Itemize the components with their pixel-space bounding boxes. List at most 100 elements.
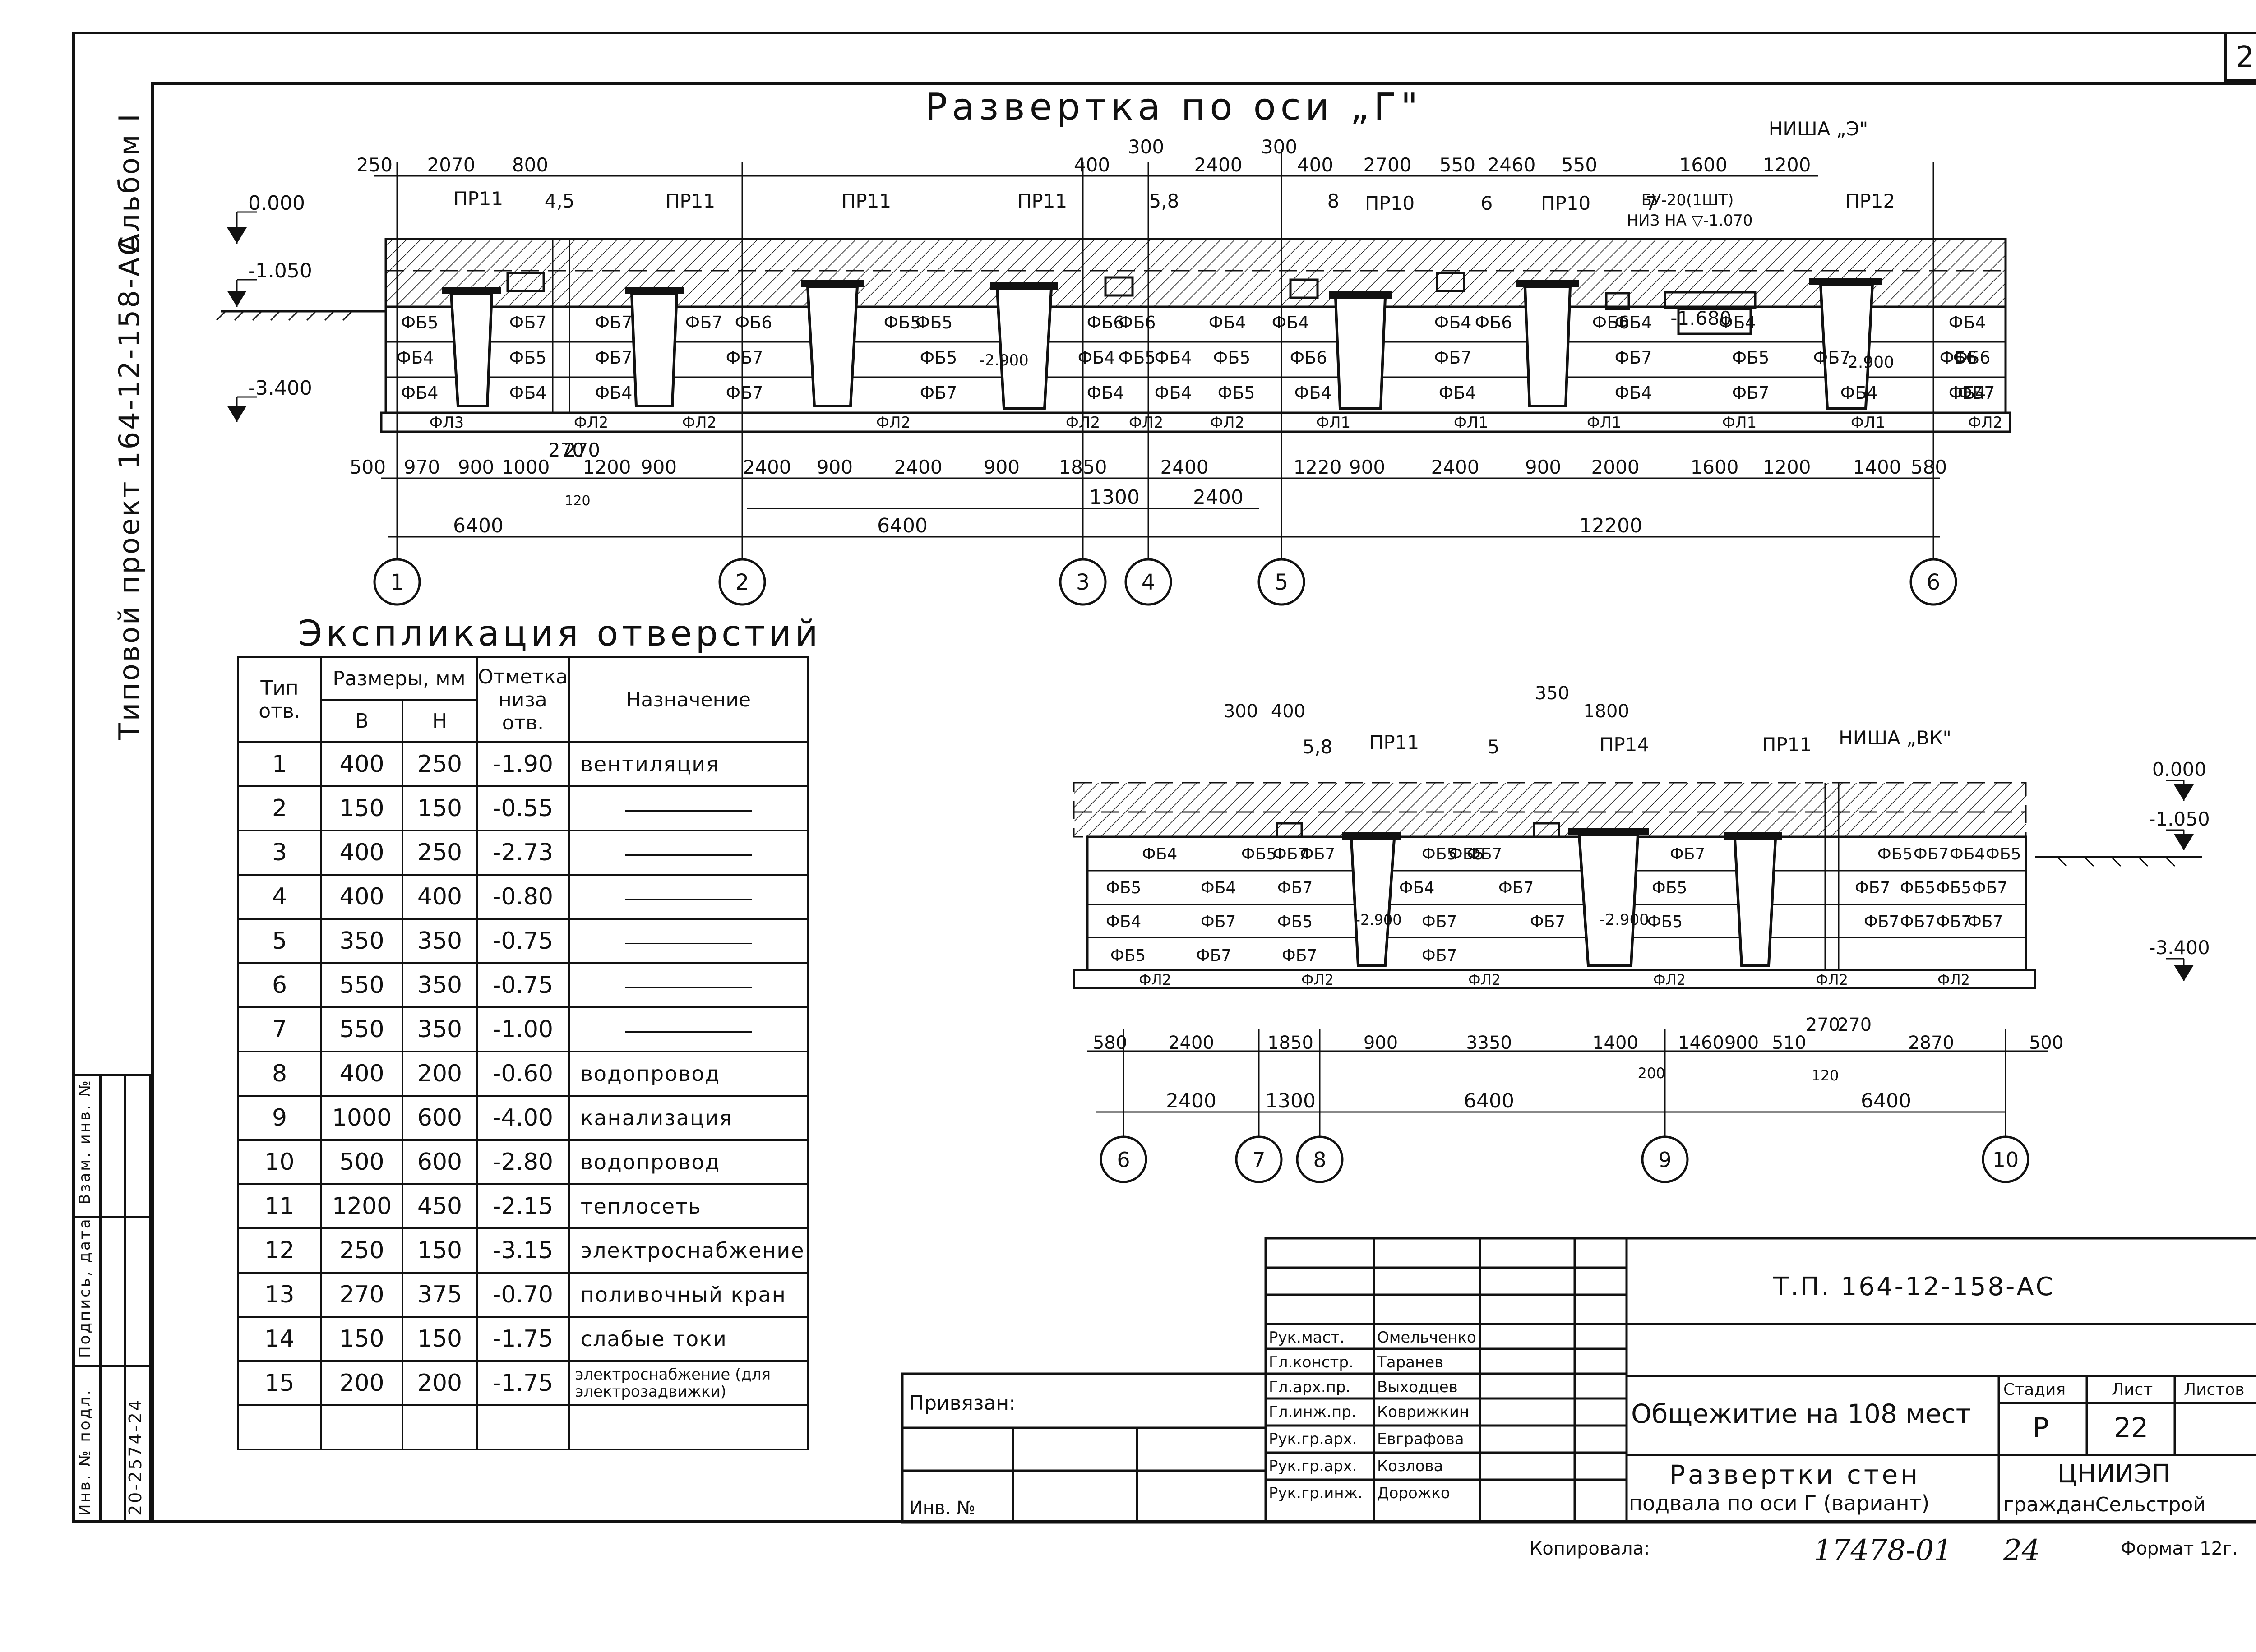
axis-marker-icon (1124, 558, 1172, 606)
top-opening-label: 7 (1646, 192, 1658, 214)
top-elevation-drawing: 0.000-1.050-3.40025020708004003002400300… (216, 118, 2011, 606)
purpose-cell: канализация (568, 1095, 809, 1141)
top-dim-label: 400 (1297, 154, 1333, 176)
axis-number: 1 (390, 570, 404, 595)
block-label: ФБ6 (1940, 348, 1977, 368)
low-dim-label: 270 (1806, 1015, 1840, 1035)
block-label: ФБ7 (1422, 946, 1457, 965)
table-cell: -3.15 (476, 1227, 570, 1274)
purpose-cell: водопровод (568, 1051, 809, 1097)
staff-role: Рук.гр.арх. (1269, 1457, 1357, 1475)
table-cell: -1.75 (476, 1360, 570, 1406)
foundation-label: ФЛ1 (1851, 414, 1885, 432)
block-label: ФБ6 (1475, 313, 1512, 332)
block-label: ФБ7 (726, 348, 763, 368)
table-cell: 550 (320, 962, 403, 1008)
staff-name: Коврижкин (1377, 1403, 1470, 1421)
block-label: ФБ4 (1615, 313, 1652, 332)
elev-marker-icon (2174, 784, 2194, 801)
low-dim-label: 500 (2029, 1033, 2063, 1053)
table-cell: -0.80 (476, 874, 570, 920)
foundation-label: ФЛ2 (1937, 971, 1970, 988)
bottom-dim-label: 500 (350, 456, 386, 478)
low-dim-label: 1400 (1592, 1033, 1638, 1053)
format-label: Формат 12г. (2121, 1538, 2238, 1559)
foundation-label: ФЛ1 (1587, 414, 1621, 432)
low-dim-label: 300 (1224, 701, 1258, 722)
block-label: ФБ4 (1142, 845, 1178, 863)
table-cell: -1.75 (476, 1316, 570, 1362)
block-label: ФБ4 (1155, 383, 1192, 403)
axis-number: 10 (1992, 1148, 2019, 1172)
bottom-dim-label: 1200 (583, 456, 631, 478)
foundation-label: ФЛ2 (1129, 414, 1163, 432)
sheet-number: 23 (2236, 41, 2256, 74)
bottom-dim-label: 900 (641, 456, 677, 478)
block-label: ФБ5 (915, 313, 953, 332)
low-dim-label: 900 (1364, 1033, 1398, 1053)
table-cell: 10 (237, 1139, 322, 1185)
low-dim-label: 2400 (1168, 1033, 1214, 1053)
sheet-value: 22 (2114, 1412, 2149, 1444)
top-dim-label: 2070 (427, 154, 476, 176)
left-stamp (72, 1074, 151, 1523)
low-opening-label: НИША „ВК" (1839, 727, 1951, 749)
foundation-label: ФЛ2 (682, 414, 717, 432)
bottom-dim-label: 580 (1911, 456, 1947, 478)
low-dim-label: 900 (1724, 1033, 1759, 1053)
project-code: Т.П. 164-12-158-АС (1773, 1272, 2055, 1301)
bottom-dim-total: 6400 (453, 514, 504, 537)
table-cell: 9 (237, 1095, 322, 1141)
table-cell: 15 (237, 1360, 322, 1406)
table-cell: -0.60 (476, 1051, 570, 1097)
block-label: ФБ7 (1732, 383, 1770, 403)
staff-name: Омельченко (1377, 1329, 1476, 1347)
block-label: ФБ4 (509, 383, 547, 403)
block-label: ФБ7 (1201, 913, 1236, 931)
low-opening-label: ПР11 (1762, 734, 1812, 756)
bottom-dim-label: 1000 (502, 456, 550, 478)
top-opening-label: ПР11 (1017, 190, 1067, 212)
block-label: ФБ6 (735, 313, 772, 332)
axis-marker-icon (1059, 558, 1107, 606)
table-cell: 3 (237, 830, 322, 876)
top-dim-label: 550 (1439, 154, 1475, 176)
table-cell: -0.55 (476, 785, 570, 831)
object-name: Общежитие на 108 мест (1631, 1398, 1971, 1429)
header-b: В (320, 699, 403, 743)
table-cell: 4 (237, 874, 322, 920)
bottom-dim-total: 12200 (1579, 514, 1642, 537)
bottom-dim-label: 270 (548, 439, 584, 461)
elev-marker-icon (227, 406, 247, 422)
table-cell: 450 (402, 1183, 478, 1229)
block-label: ФБ4 (1087, 383, 1124, 403)
purpose-cell: электроснабжение (568, 1227, 809, 1274)
purpose-cell: водопровод (568, 1139, 809, 1185)
top-dim-label: 2460 (1488, 154, 1536, 176)
axis-marker-icon (373, 558, 421, 606)
lower-static-geometry (1073, 780, 2202, 1137)
block-label: ФБ5 (920, 348, 957, 368)
block-label: ФБ7 (1936, 913, 1972, 931)
block-label: ФБ7 (1958, 383, 1995, 403)
table-cell: 2 (237, 785, 322, 831)
block-label: ФБ5 (884, 313, 921, 332)
top-static-geometry (216, 149, 2011, 564)
block-label: ФБ7 (1273, 845, 1308, 863)
org-name-1: ЦНИИЭП (2057, 1459, 2171, 1489)
low-dim-label: 3350 (1466, 1033, 1512, 1053)
low-dim-small: 120 (1811, 1067, 1839, 1084)
top-dim-label: 300 (1261, 136, 1297, 158)
axis-number: 8 (1313, 1148, 1326, 1172)
stamp-sign-label: Подпись, дата (76, 1217, 94, 1358)
block-label: ФБ7 (920, 383, 957, 403)
sheet-title-2: подвала по оси Г (вариант) (1629, 1491, 1930, 1515)
table-cell: 150 (402, 1316, 478, 1362)
